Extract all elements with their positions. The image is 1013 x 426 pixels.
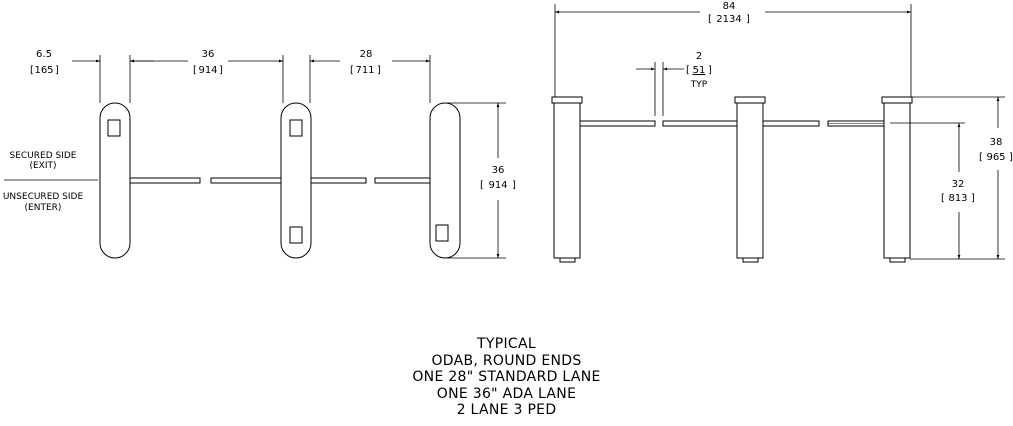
dim-ped-width-mm: 165	[34, 65, 53, 76]
pedestal-center-reader-bottom	[289, 226, 303, 244]
bracket-left: [	[708, 14, 712, 25]
plan-dimension-lines	[72, 59, 500, 258]
dim-depth-mm: 914	[488, 180, 507, 191]
elev-pedestal-left	[553, 102, 581, 259]
pedestal-center-reader-top	[289, 119, 303, 137]
bracket-left: [	[193, 65, 197, 76]
secured-side-label: SECURED SIDE	[10, 151, 77, 161]
bracket-right: ]	[55, 65, 59, 76]
plan-arm-lane1-a	[129, 177, 201, 184]
secured-side-sub: (EXIT)	[29, 161, 56, 171]
elevation-extension-lines	[554, 4, 1005, 260]
elev-arm-lane1-b	[662, 120, 738, 127]
bracket-left: [	[979, 152, 983, 163]
bracket-right: ]	[746, 14, 750, 25]
pedestal-right	[429, 102, 461, 259]
plan-arm-lane2-b	[374, 177, 431, 184]
title-line-5: 2 LANE 3 PED	[456, 402, 557, 418]
plan-arm-lane2-a	[310, 177, 367, 184]
bracket-left: [	[480, 180, 484, 191]
bracket-left: [	[686, 65, 690, 76]
dim-lane2-mm: 711	[355, 65, 374, 76]
plan-view	[4, 55, 506, 259]
elev-pedestal-left-foot	[559, 257, 576, 263]
bracket-right: ]	[377, 65, 381, 76]
elev-pedestal-right	[883, 102, 911, 259]
dim-ped-width-label: 6.5	[36, 49, 52, 60]
dim-lane1-label: 36	[202, 49, 215, 60]
elev-pedestal-right-foot	[889, 257, 906, 263]
elev-pedestal-left-cap	[551, 96, 583, 104]
dim-gap-label: 2	[696, 51, 702, 62]
bracket-left: [	[941, 193, 945, 204]
pedestal-right-reader	[435, 224, 449, 242]
dim-lane2-label: 28	[360, 49, 373, 60]
dim-depth-label: 36	[492, 165, 505, 176]
title-line-1: TYPICAL	[477, 336, 536, 352]
dim-gap-note: TYP	[690, 80, 708, 90]
dim-arm-height-mm: 813	[948, 193, 967, 204]
title-line-3: ONE 28" STANDARD LANE	[412, 369, 601, 385]
elev-pedestal-center	[736, 102, 764, 259]
dim-height-label: 38	[990, 137, 1003, 148]
bracket-right: ]	[219, 65, 223, 76]
dim-height-mm: 965	[986, 152, 1005, 163]
elev-arm-lane2-a	[762, 120, 820, 127]
dim-arm-height-label: 32	[952, 179, 965, 190]
plan-view-labels: 6.5 [ 165 ] 36 [ 914 ] 28 [ 711 ] 36 [ 9…	[3, 49, 516, 213]
pedestal-left-reader	[107, 119, 121, 137]
title-block: TYPICAL ODAB, ROUND ENDS ONE 28" STANDAR…	[0, 336, 1013, 419]
bracket-left: [	[350, 65, 354, 76]
pedestal-center	[280, 102, 312, 259]
elev-arm-lane1-a	[579, 120, 656, 127]
pedestal-left	[99, 102, 131, 259]
bracket-right: ]	[1009, 152, 1013, 163]
bracket-left: [	[30, 65, 34, 76]
elevation-view-labels: 84 [ 2134 ] 2 [ 51 ] TYP 38 [ 965 ] 32 […	[686, 1, 1013, 204]
bracket-right: ]	[512, 180, 516, 191]
title-line-2: ODAB, ROUND ENDS	[431, 352, 582, 369]
plan-arm-lane1-b	[210, 177, 282, 184]
elevation-dimension-lines	[555, 10, 1000, 259]
dim-lane1-mm: 914	[198, 65, 217, 76]
elev-pedestal-center-cap	[734, 96, 766, 104]
unsecured-side-label: UNSECURED SIDE	[3, 192, 84, 202]
bracket-right: ]	[971, 193, 975, 204]
title-line-4: ONE 36" ADA LANE	[436, 385, 577, 402]
plan-extension-lines	[99, 55, 506, 259]
dim-gap-mm: 51	[693, 65, 706, 76]
unsecured-side-sub: (ENTER)	[25, 203, 62, 213]
elev-pedestal-right-cap	[881, 96, 913, 104]
elev-pedestal-center-foot	[742, 257, 759, 263]
elevation-view	[551, 4, 1005, 263]
bracket-right: ]	[708, 65, 712, 76]
dim-overall-label: 84	[723, 1, 736, 12]
dim-overall-mm: 2134	[716, 14, 741, 25]
